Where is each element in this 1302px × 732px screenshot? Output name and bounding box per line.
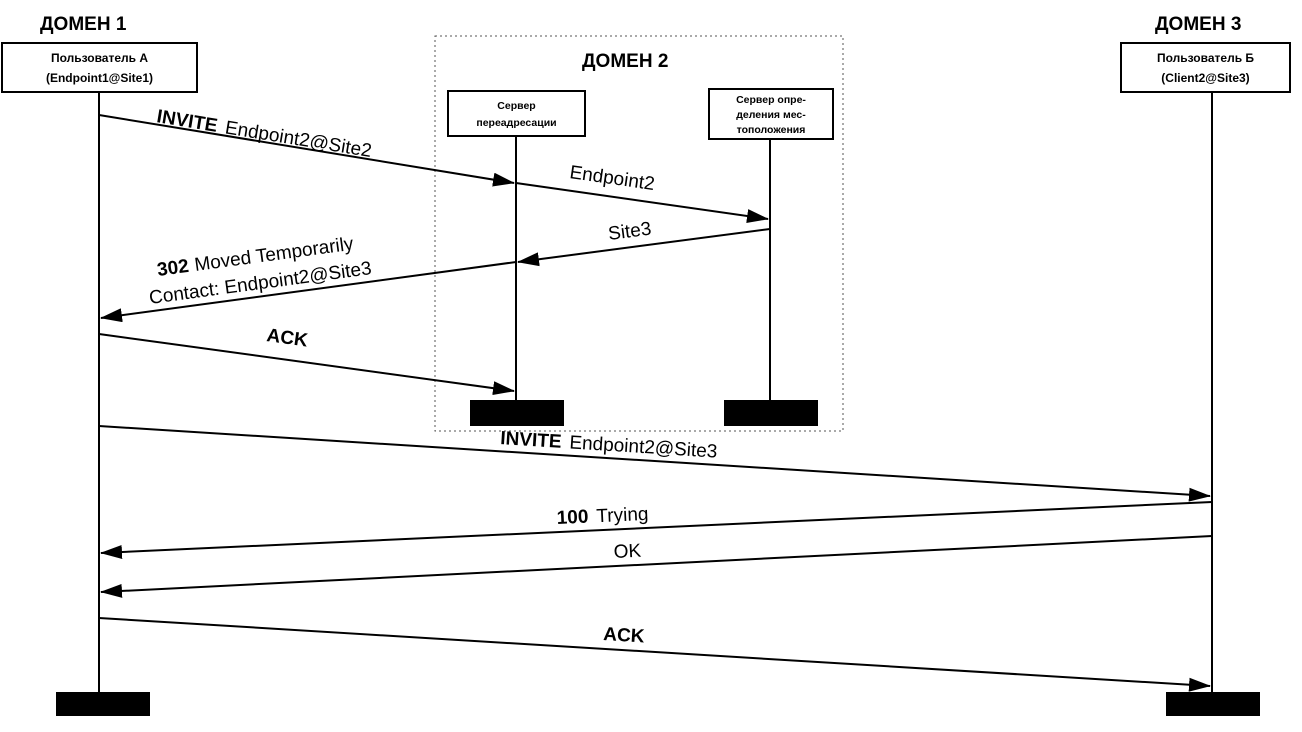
arrow-site3 xyxy=(517,228,771,267)
participant-user-a: Пользователь А (Endpoint1@Site1) xyxy=(1,42,198,93)
arrow-100-trying xyxy=(100,501,1213,560)
arrow-invite-1 xyxy=(98,114,515,187)
arrow-ack-1 xyxy=(98,333,515,396)
terminator-redirect-server xyxy=(470,400,564,426)
label-ack-2: ACK xyxy=(603,624,646,647)
svg-text:деления мес-: деления мес- xyxy=(736,109,806,121)
svg-text:Сервер: Сервер xyxy=(497,100,535,112)
arrow-endpoint2 xyxy=(515,182,769,223)
svg-text:Пользователь А: Пользователь А xyxy=(51,51,148,65)
domain-2-title: ДОМЕН 2 xyxy=(582,51,668,72)
arrow-ok xyxy=(100,535,1213,598)
arrow-302 xyxy=(100,261,517,323)
svg-text:(Client2@Site3): (Client2@Site3) xyxy=(1161,71,1249,85)
label-ok: OK xyxy=(613,541,642,563)
participant-user-b: Пользователь Б (Client2@Site3) xyxy=(1120,42,1291,93)
label-site3: Site3 xyxy=(607,219,653,245)
svg-text:тоположения: тоположения xyxy=(737,124,806,136)
domain-3-title: ДОМЕН 3 xyxy=(1155,14,1241,35)
svg-text:Сервер опре-: Сервер опре- xyxy=(736,94,806,106)
terminator-user-b xyxy=(1166,692,1260,716)
arrow-ack-2 xyxy=(98,617,1211,692)
svg-text:(Endpoint1@Site1): (Endpoint1@Site1) xyxy=(46,71,153,85)
domain-2-frame xyxy=(434,35,844,432)
domain-1-title: ДОМЕН 1 xyxy=(40,14,127,35)
label-ack-1: ACK xyxy=(265,325,309,351)
svg-text:Пользователь Б: Пользователь Б xyxy=(1157,51,1254,65)
participant-location-server: Сервер опре- деления мес- тоположения xyxy=(708,88,834,140)
terminator-location-server xyxy=(724,400,818,426)
participant-redirect-server: Сервер переадресации xyxy=(447,90,586,137)
svg-text:переадресации: переадресации xyxy=(476,117,556,129)
arrow-invite-2 xyxy=(98,425,1211,502)
terminator-user-a xyxy=(56,692,150,716)
label-endpoint2: Endpoint2 xyxy=(568,162,656,195)
